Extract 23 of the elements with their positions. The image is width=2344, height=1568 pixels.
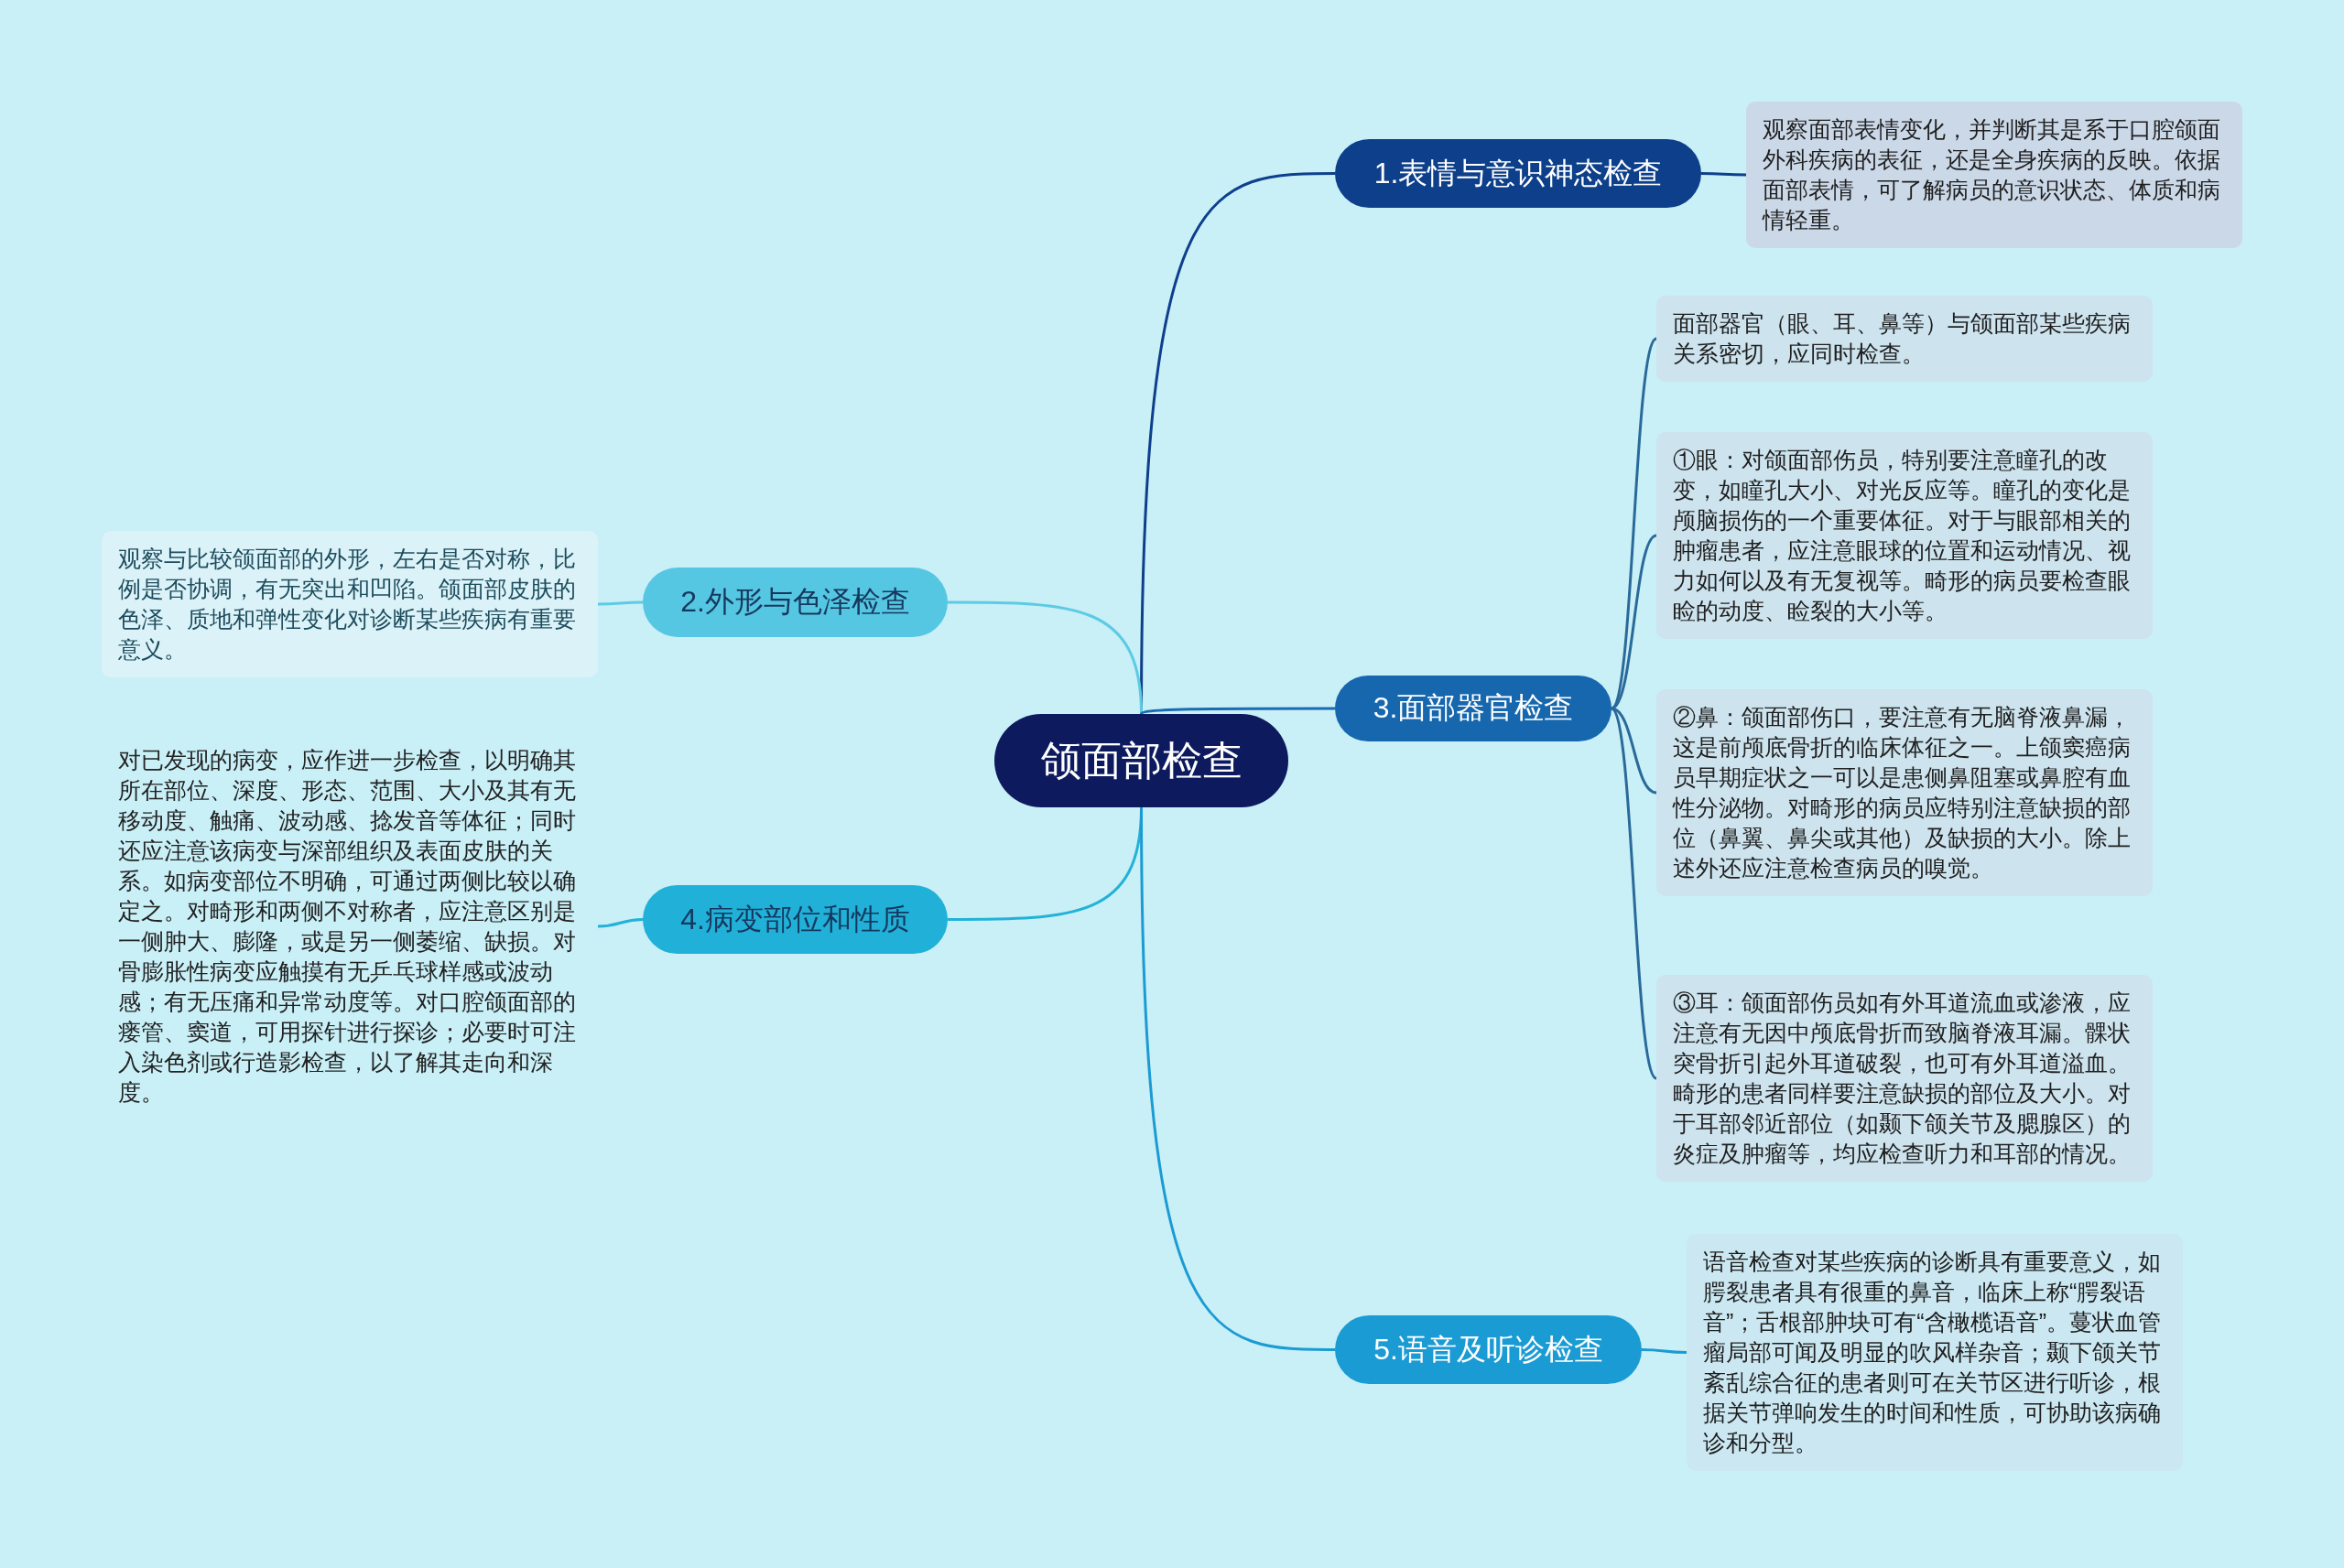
note-box: ②鼻：颌面部伤口，要注意有无脑脊液鼻漏，这是前颅底骨折的临床体征之一。上颌窦癌病员早期症状之一可以是患侧鼻阻塞或鼻腔有血性分泌物。对畸形的病员应特别注意缺损的部位（鼻翼、鼻尖或其他）及缺损的大小。除上述外还应注意检查病员的嗅觉。 (1656, 689, 2153, 896)
topic-pill: 1.表情与意识神态检查 (1335, 139, 1701, 208)
connector-line (1140, 807, 1335, 1351)
connector-line (948, 600, 1143, 715)
topic-pill: 5.语音及听诊检查 (1335, 1315, 1642, 1384)
central-topic: 颌面部检查 (994, 714, 1288, 807)
connector-line (1611, 534, 1657, 710)
connector-line (597, 918, 644, 928)
note-box: 观察面部表情变化，并判断其是系于口腔颌面外科疾病的表征，还是全身疾病的反映。依据面部表情，可了解病员的意识状态、体质和病情轻重。 (1746, 102, 2242, 248)
note-box: ③耳：颌面部伤员如有外耳道流血或渗液，应注意有无因中颅底骨折而致脑脊液耳漏。髁状突骨折引起外耳道破裂，也可有外耳道溢血。畸形的患者同样要注意缺损的部位及大小。对于耳部邻近部位（如颞下颌关节及腮腺区）的炎症及肿瘤等，均应检查听力和耳部的情况。 (1656, 975, 2153, 1182)
connector-line (1610, 708, 1658, 1079)
topic-pill: 4.病变部位和性质 (643, 885, 948, 954)
note-box: ①眼：对颌面部伤员，特别要注意瞳孔的改变，如瞳孔大小、对光反应等。瞳孔的变化是颅脑损伤的一个重要体征。对于与眼部相关的肿瘤患者，应注意眼球的位置和运动情况、视力如何以及有无复视等。畸形的病员要检查眼睑的动度、睑裂的大小等。 (1656, 432, 2153, 639)
connector-line (1140, 707, 1335, 716)
note-box: 观察与比较颌面部的外形，左右是否对称，比例是否协调，有无突出和凹陷。颌面部皮肤的色泽、质地和弹性变化对诊断某些疾病有重要意义。 (102, 531, 598, 677)
connector-line (1642, 1348, 1687, 1354)
topic-pill: 2.外形与色泽检查 (643, 568, 948, 637)
note-box: 语音检查对某些疾病的诊断具有重要意义，如腭裂患者具有很重的鼻音，临床上称“腭裂语音”；舌根部肿块可有“含橄榄语音”。蔓状血管瘤局部可闻及明显的吹风样杂音；颞下颌关节紊乱综合征的患者则可在关节区进行听诊，根据关节弹响发生的时间和性质，可协助该病确诊和分型。 (1687, 1234, 2183, 1471)
note-box: 面部器官（眼、耳、鼻等）与颌面部某些疾病关系密切，应同时检查。 (1656, 296, 2153, 382)
connector-line (598, 600, 643, 606)
connector-line (1701, 172, 1746, 177)
topic-pill: 3.面部器官检查 (1335, 676, 1612, 741)
note-text: 对已发现的病变，应作进一步检查，以明确其所在部位、深度、形态、范围、大小及其有无移动度、触痛、波动感、捻发音等体征；同时还应注意该病变与深部组织及表面皮肤的关系。如病变部位不明确，可通过两侧比较以确定之。对畸形和两侧不对称者，应注意区别是一侧肿大、膨隆，或是另一侧萎缩、缺损。对骨膨胀性病变应触摸有无乒乓球样感或波动感；有无压痛和异常动度等。对口腔颌面部的瘘管、窦道，可用探针进行探诊；必要时可注入染色剂或行造影检查，以了解其走向和深度。 (102, 732, 598, 1120)
